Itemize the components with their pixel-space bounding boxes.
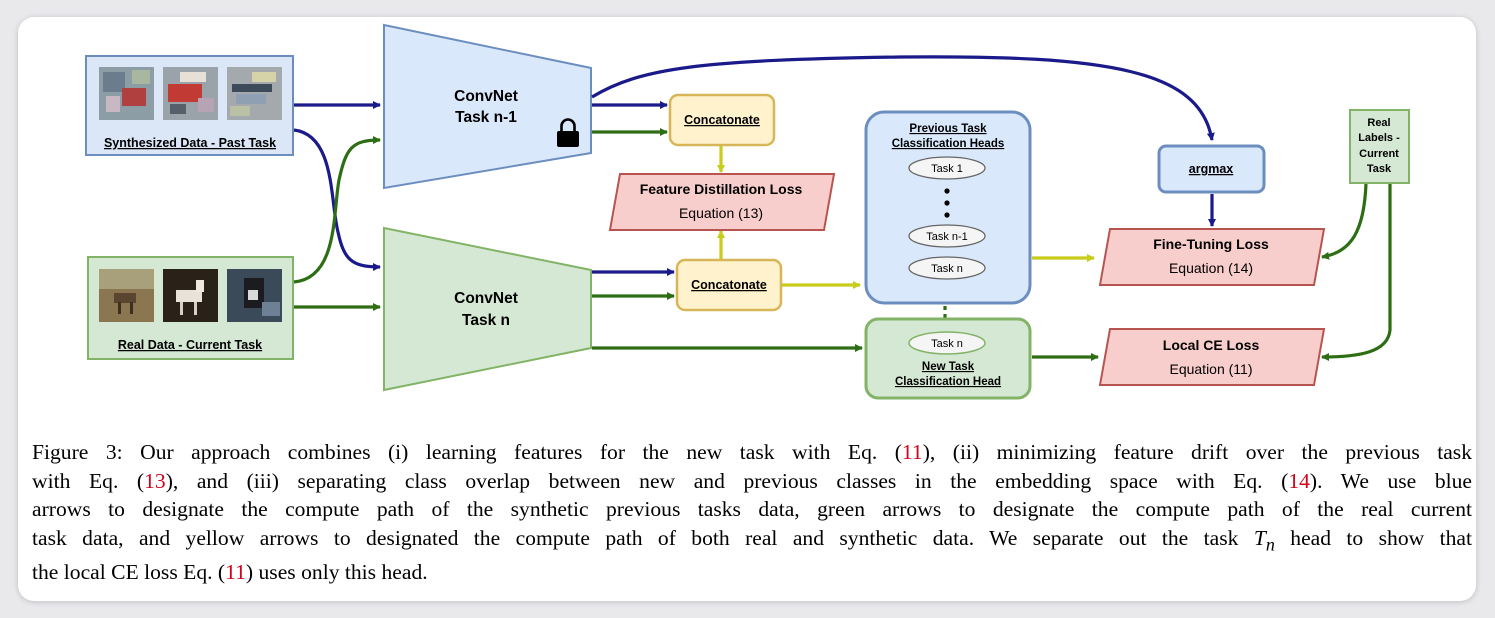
feature-distillation-loss: Feature Distillation Loss Equation (13) — [608, 173, 836, 231]
feature-loss-equation: Equation (13) — [679, 205, 763, 221]
task-subscript: n — [1265, 533, 1275, 554]
svg-text:Task: Task — [1367, 163, 1392, 175]
convnet-prev-line1: ConvNet — [454, 88, 518, 105]
local-ce-title: Local CE Loss — [1163, 337, 1260, 353]
new-task-head: Task n New Task Classification Head — [864, 317, 1032, 400]
local-ce-equation: Equation (11) — [1169, 361, 1252, 377]
real-image-dog — [227, 269, 282, 322]
svg-text:Task n: Task n — [931, 338, 963, 350]
synthesized-data-panel: Synthesized Data - Past Task — [85, 55, 294, 156]
fine-tuning-loss: Fine-Tuning Loss Equation (14) — [1098, 228, 1326, 286]
svg-text:Current: Current — [1359, 148, 1399, 160]
task-symbol: T — [1253, 525, 1266, 550]
ellipsis-dots — [944, 188, 950, 218]
caption-line-5: the local CE loss Eq. (11) uses only thi… — [32, 560, 428, 585]
prev-heads-title-2: Classification Heads — [892, 138, 1004, 150]
real-labels-box: Real Labels - Current Task — [1349, 109, 1410, 184]
previous-task-heads: Previous Task Classification Heads Task … — [864, 110, 1032, 305]
svg-text:Task n: Task n — [931, 263, 963, 275]
equation-ref[interactable]: 11 — [901, 440, 923, 464]
concatenate-bottom-label: Concatonate — [691, 278, 767, 292]
fine-tuning-title: Fine-Tuning Loss — [1153, 236, 1269, 252]
head-task-1: Task 1 — [908, 156, 986, 180]
real-image-deer-white — [163, 269, 218, 322]
svg-text:Real: Real — [1367, 117, 1390, 129]
caption-line-4: task data, and yellow arrows to designat… — [32, 525, 1472, 554]
svg-text:Task n-1: Task n-1 — [926, 231, 968, 243]
convnet-new-line1: ConvNet — [454, 290, 518, 307]
synthetic-image — [227, 67, 282, 120]
argmax-label: argmax — [1189, 162, 1234, 176]
feature-loss-title: Feature Distillation Loss — [640, 181, 803, 197]
head-task-n-1: Task n-1 — [908, 224, 986, 248]
concatenate-top-label: Concatonate — [684, 113, 760, 127]
new-head-title-1: New Task — [922, 361, 975, 373]
lock-icon — [557, 118, 579, 147]
synthetic-image — [99, 67, 154, 120]
svg-text:Labels -: Labels - — [1358, 132, 1400, 144]
local-ce-loss: Local CE Loss Equation (11) — [1098, 328, 1326, 386]
concatenate-box-bottom: Concatonate — [675, 258, 783, 312]
yellow-arrows — [717, 146, 1095, 289]
convnet-new-line2: Task n — [462, 312, 510, 329]
real-data-label: Real Data - Current Task — [118, 338, 262, 352]
equation-ref[interactable]: 13 — [144, 468, 166, 493]
prev-heads-title-1: Previous Task — [909, 123, 987, 135]
concatenate-box-top: Concatonate — [668, 93, 776, 147]
real-data-panel: Real Data - Current Task — [87, 256, 294, 360]
convnet-prev-line2: Task n-1 — [455, 109, 517, 126]
argmax-box: argmax — [1157, 144, 1266, 194]
figure-caption: Figure 3: Our approach combines (i) lear… — [32, 438, 1472, 587]
equation-ref[interactable]: 14 — [1288, 468, 1310, 493]
real-image-deer — [99, 269, 154, 322]
synthetic-image — [163, 67, 218, 120]
convnet-task-n: ConvNet Task n — [383, 226, 592, 392]
convnet-task-n-1: ConvNet Task n-1 — [383, 23, 592, 190]
new-head-task-n: Task n — [908, 331, 986, 355]
new-head-title-2: Classification Head — [895, 376, 1001, 388]
head-task-n: Task n — [908, 256, 986, 280]
equation-ref[interactable]: 11 — [225, 560, 246, 585]
caption-line-1: Figure 3: Our approach combines (i) lear… — [32, 440, 1472, 464]
blue-arrows — [293, 55, 1216, 276]
svg-text:Task 1: Task 1 — [931, 163, 963, 175]
synthesized-data-label: Synthesized Data - Past Task — [104, 136, 276, 150]
caption-line-2: with Eq. (13), and (iii) separating clas… — [32, 468, 1473, 493]
fine-tuning-equation: Equation (14) — [1169, 260, 1253, 276]
caption-line-3: arrows to designate the compute path of … — [32, 497, 1472, 521]
